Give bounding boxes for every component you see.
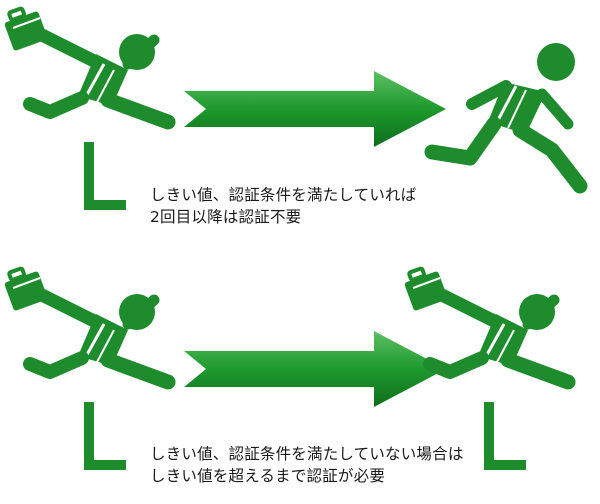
caption-line: 2回目以降は認証不要: [150, 208, 302, 226]
runner-sprinting-icon: [432, 43, 580, 186]
caption-line: しきい値、認証条件を満たしていれば: [150, 186, 417, 204]
scenario-2: [4, 268, 568, 470]
caption-scenario-1: しきい値、認証条件を満たしていれば 2回目以降は認証不要: [150, 184, 416, 228]
runner-jumping-hurdle-with-briefcase-icon: [4, 8, 168, 210]
runner-jumping-hurdle-with-briefcase-icon: [404, 268, 568, 470]
scenario-1: [4, 8, 580, 210]
caption-line: しきい値を超えるまで認証が必要: [150, 467, 386, 485]
caption-scenario-2: しきい値、認証条件を満たしていない場合は しきい値を超えるまで認証が必要: [150, 443, 464, 487]
progress-arrow: [184, 331, 446, 407]
progress-arrow: [184, 71, 446, 147]
caption-line: しきい値、認証条件を満たしていない場合は: [150, 445, 464, 463]
runner-jumping-hurdle-with-briefcase-icon: [4, 268, 168, 470]
